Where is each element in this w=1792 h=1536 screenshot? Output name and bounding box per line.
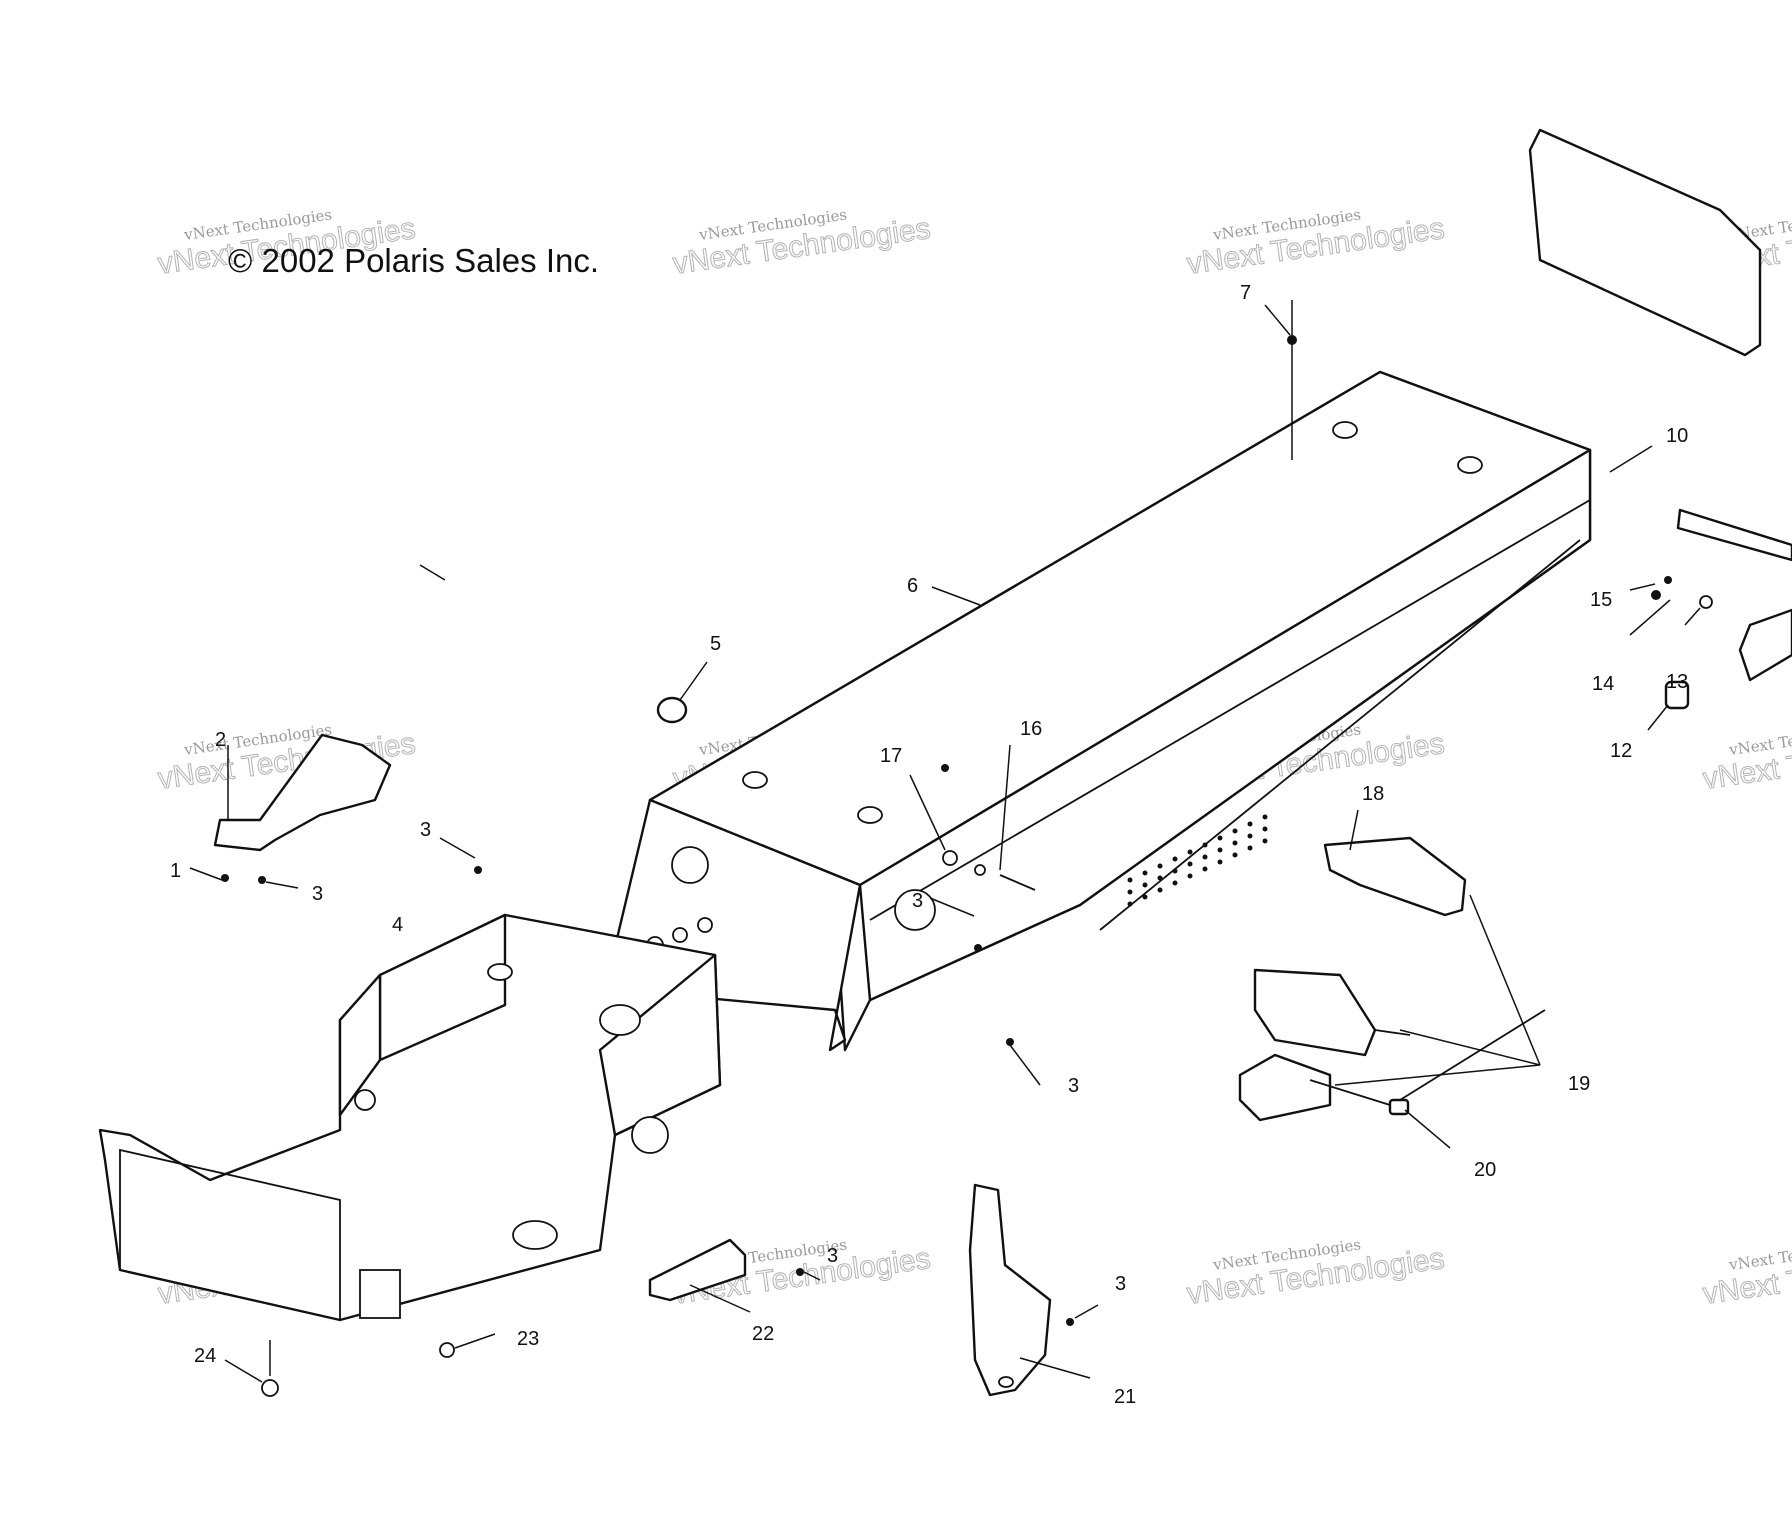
fastener [974, 864, 986, 876]
callout-20: 20 [1474, 1159, 1496, 1181]
callout-17: 17 [880, 745, 902, 767]
watermark: vNext Technologies vNext Technologies [670, 205, 933, 281]
watermark: vNext Technologies vNext Technologies [1700, 720, 1792, 796]
fastener [261, 1379, 279, 1397]
callout-18: 18 [1362, 783, 1384, 805]
callout-4: 4 [392, 914, 403, 936]
rear-flap [1528, 128, 1762, 357]
callout-19: 19 [1568, 1073, 1590, 1095]
callout-22: 22 [752, 1323, 774, 1345]
leader-lines [189, 300, 1701, 1383]
fastener [796, 1268, 804, 1276]
fastener-group [221, 335, 1713, 1397]
tunnel-vent-holes [1127, 814, 1268, 907]
callout-7: 7 [1240, 282, 1251, 304]
part-6-tunnel [598, 370, 1592, 1052]
part-4-bulkhead [98, 913, 722, 1322]
fastener [974, 944, 982, 952]
fastener [942, 850, 958, 866]
callout-3: 3 [827, 1245, 838, 1267]
callout-14: 14 [1592, 673, 1614, 695]
part-18-skid-guard [1323, 836, 1467, 917]
callout-10: 10 [1666, 425, 1688, 447]
fastener [1699, 595, 1713, 609]
part-5-grommet [656, 696, 688, 724]
callout-3: 3 [1115, 1273, 1126, 1295]
fastener [941, 764, 949, 772]
callout-labels: 1 2 3 3 3 3 3 3 4 5 6 7 10 12 13 14 15 1… [170, 282, 1688, 1408]
part-19-bracket [1253, 968, 1377, 1057]
part-21-bracket [968, 1183, 1052, 1397]
part-19-rod [1374, 1029, 1411, 1036]
rear-rail [1676, 508, 1792, 562]
part-19-plate [1238, 1053, 1332, 1122]
fastener [439, 1342, 455, 1358]
callout-3: 3 [420, 819, 431, 841]
callout-2: 2 [215, 729, 226, 751]
callout-1: 1 [170, 860, 181, 882]
fastener [1066, 1318, 1074, 1326]
fastener-pin [999, 874, 1036, 891]
part-19-rod [1399, 1009, 1546, 1101]
callout-13: 13 [1666, 671, 1688, 693]
callout-3: 3 [912, 890, 923, 912]
callout-21: 21 [1114, 1386, 1136, 1408]
callout-3: 3 [312, 883, 323, 905]
fastener [1664, 576, 1672, 584]
watermark: vNext Technologies vNext Technologies [1184, 1235, 1447, 1311]
callout-5: 5 [710, 633, 721, 655]
watermark: vNext Technologies vNext Technologies [1700, 1235, 1792, 1311]
fastener [474, 866, 482, 874]
callout-24: 24 [194, 1345, 216, 1367]
copyright-text: © 2002 Polaris Sales Inc. [228, 242, 599, 279]
part-19-rod [1309, 1079, 1391, 1106]
callout-6: 6 [907, 575, 918, 597]
callout-12: 12 [1610, 740, 1632, 762]
callout-16: 16 [1020, 718, 1042, 740]
part-22-bracket [648, 1238, 747, 1302]
fastener [1006, 1038, 1014, 1046]
part-2-bracket [213, 733, 392, 852]
callout-15: 15 [1590, 589, 1612, 611]
watermark: vNext Technologies vNext Technologies [1184, 205, 1447, 281]
fastener [258, 876, 266, 884]
part-12-cap [1664, 680, 1690, 710]
bumper-tube [1738, 608, 1792, 682]
fastener [221, 874, 229, 882]
callout-23: 23 [517, 1328, 539, 1350]
part-20-spacer [1388, 1098, 1410, 1116]
fastener [1651, 590, 1661, 600]
callout-3: 3 [1068, 1075, 1079, 1097]
